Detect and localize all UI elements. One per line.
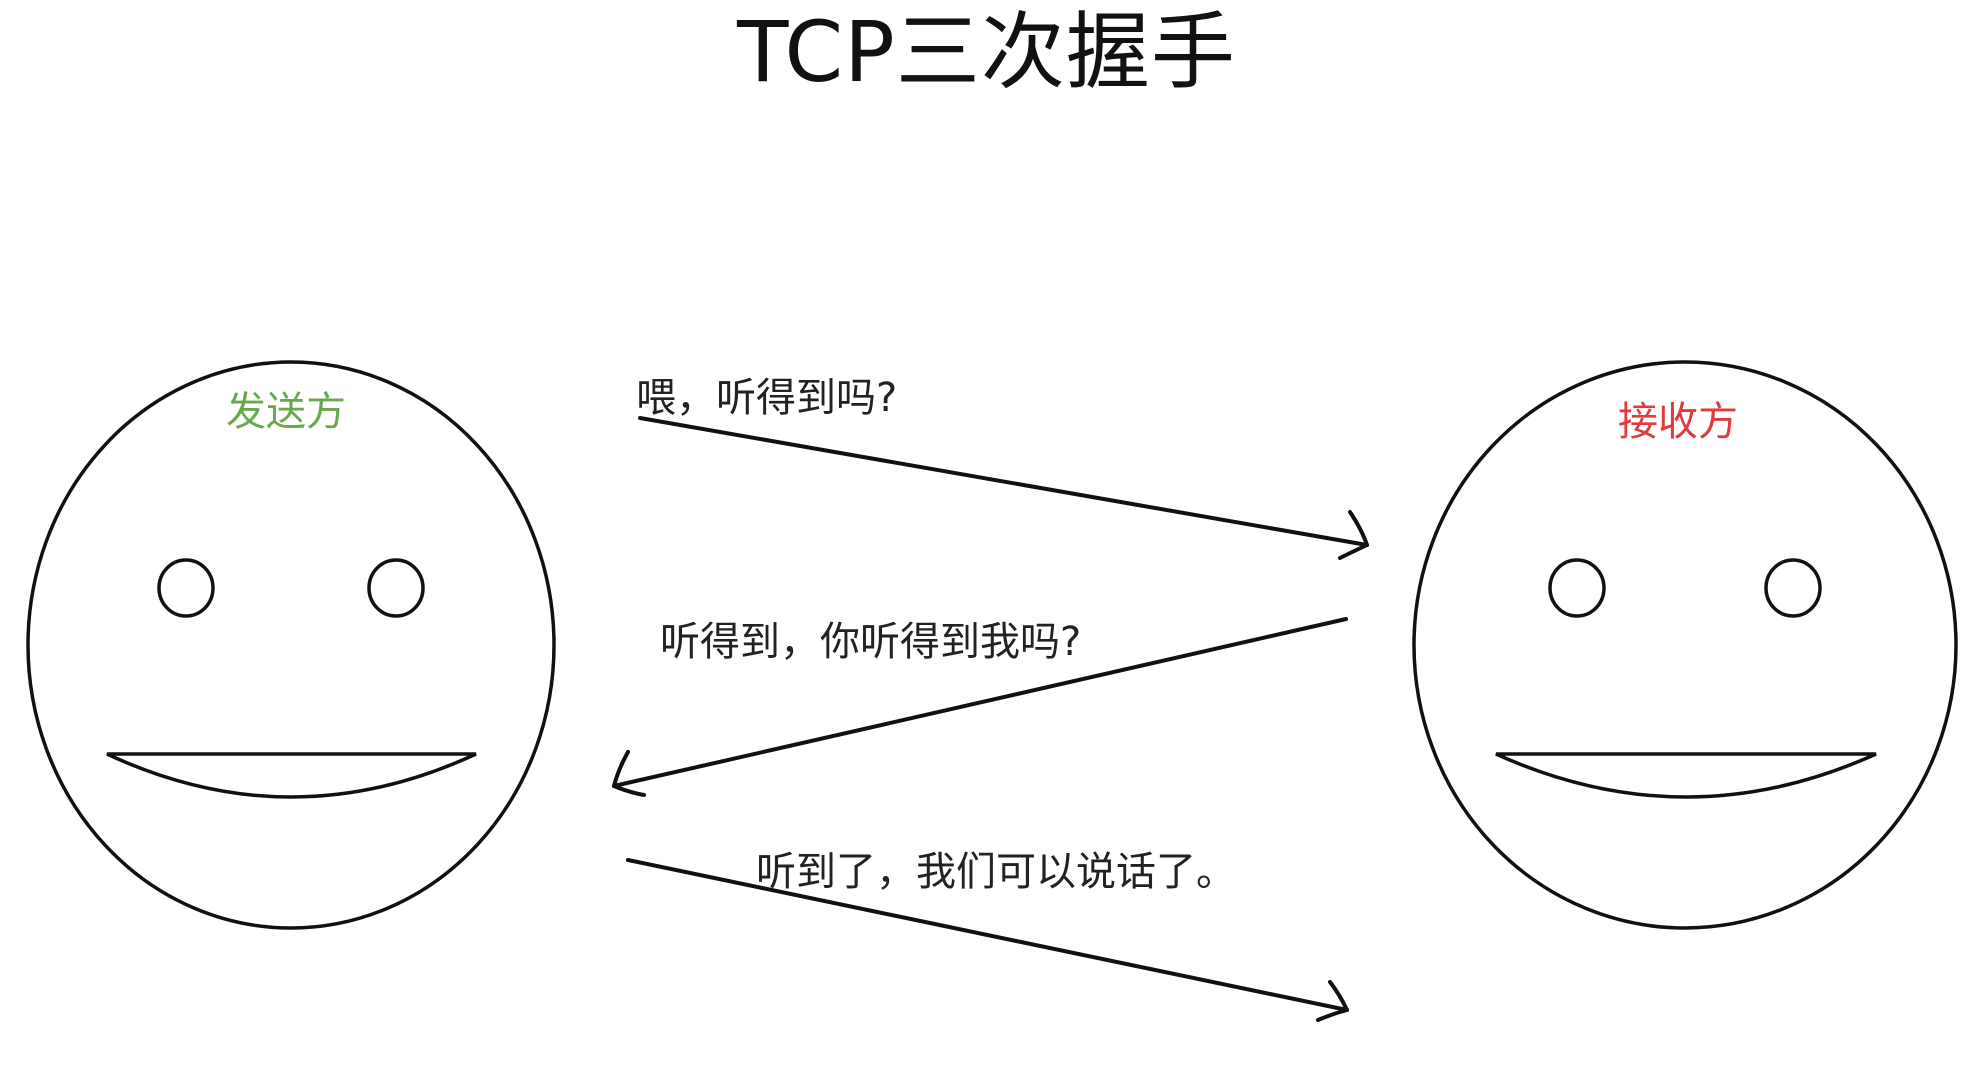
receiver-label: 接收方 <box>1618 399 1738 445</box>
sender-label: 发送方 <box>226 389 346 435</box>
receiver-mouth <box>1495 752 1877 799</box>
sender-mouth <box>106 752 477 799</box>
message-ack-label: 听到了，我们可以说话了。 <box>756 849 1236 895</box>
arrow-ack <box>626 858 1349 1022</box>
arrow-syn <box>638 416 1369 560</box>
receiver-head-outline <box>1412 360 1958 930</box>
diagram-title: TCP三次握手 <box>737 3 1236 101</box>
receiver-face <box>1412 360 1958 930</box>
sender-right-eye <box>367 558 425 618</box>
sender-left-eye <box>157 558 215 618</box>
sender-head-outline <box>26 360 556 930</box>
receiver-left-eye <box>1548 558 1606 618</box>
arrow-syn-ack <box>612 617 1348 797</box>
arrow-syn-ack-head <box>612 750 646 797</box>
message-syn-label: 喂，听得到吗? <box>636 375 898 421</box>
receiver-right-eye <box>1764 558 1822 618</box>
arrow-ack-head <box>1316 980 1349 1022</box>
arrow-syn-head <box>1338 510 1369 560</box>
message-syn-ack-label: 听得到，你听得到我吗? <box>660 619 1082 665</box>
sender-face <box>26 360 556 930</box>
